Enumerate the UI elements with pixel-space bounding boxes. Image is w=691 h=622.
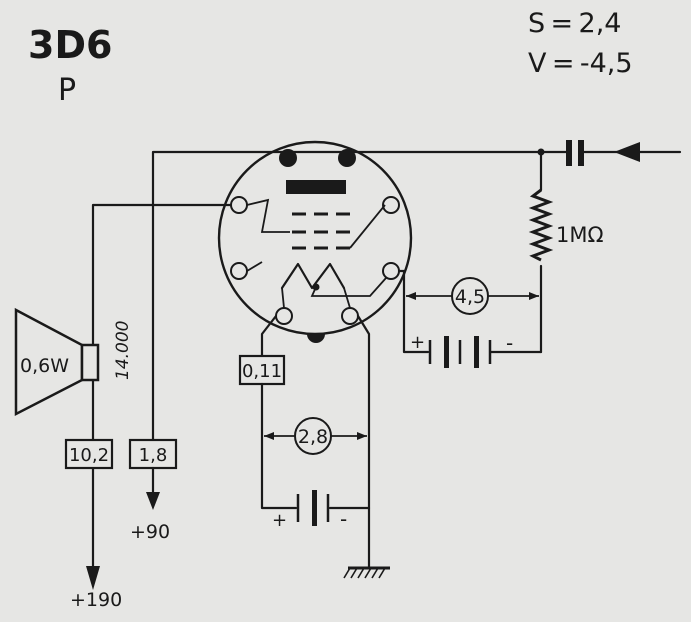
filament-voltage-label: 2,8 <box>298 426 328 448</box>
slope-label: S = 2,4 <box>528 8 622 39</box>
screen-supply-label: +90 <box>130 521 170 543</box>
anode-supply-label: +190 <box>70 589 122 611</box>
tube-anode-plate <box>286 180 346 194</box>
screen-grid-wire <box>151 150 543 454</box>
tube-envelope <box>217 140 413 336</box>
input-arrow-icon <box>614 142 640 162</box>
tube-type-label: 3D6 <box>28 23 112 67</box>
tube-filament <box>280 262 346 290</box>
grid-resistor <box>528 188 554 262</box>
anode-supply-arrow-icon <box>86 566 100 590</box>
filament-lead-2 <box>343 287 351 309</box>
filament-dim-arrow-right <box>357 432 367 440</box>
bias-minus-sign: - <box>506 331 513 355</box>
resistor-label: 1MΩ <box>556 223 604 247</box>
anode-current-box <box>64 438 114 470</box>
bias-battery-icon <box>428 336 492 368</box>
filament-current-label: 0,11 <box>242 361 282 382</box>
anode-current-label: 10,2 <box>69 445 109 466</box>
tube-key <box>307 334 325 343</box>
filament-ground-wire <box>356 314 371 570</box>
bias-dim-arrow-right <box>529 292 539 300</box>
screen-current-label: 1,8 <box>139 445 168 466</box>
screen-current-box <box>128 438 178 470</box>
tube-pin-grid <box>382 262 400 280</box>
capacitor-plate-2 <box>578 140 584 166</box>
bias-voltage-badge <box>451 277 489 315</box>
tube-pin-left-lower <box>230 262 248 280</box>
filament-lead-1 <box>281 287 285 309</box>
grid-voltage-label: V = -4,5 <box>528 48 633 79</box>
filament-battery-icon <box>296 490 330 526</box>
filament-minus-sign: - <box>340 507 347 531</box>
anode-internal-lead <box>246 198 290 233</box>
ground-icon <box>343 566 390 579</box>
tube-grids <box>292 212 350 250</box>
speaker-coil <box>80 343 100 382</box>
speaker-power-label: 0,6W <box>20 355 69 377</box>
filament-wire-left <box>260 314 278 358</box>
filament-current-box <box>238 354 286 386</box>
filament-voltage-badge <box>294 417 332 455</box>
tube-pin-filament-2 <box>341 307 359 325</box>
bias-plus-sign: + <box>410 332 425 353</box>
filament-supply-wire <box>260 382 298 510</box>
tube-variant-label: P <box>58 73 76 108</box>
transformer-ratio-label: 14.000 <box>113 321 133 380</box>
filament-tap-lead <box>310 277 387 297</box>
tube-pin-filament-1 <box>275 307 293 325</box>
anode-wire <box>91 203 233 347</box>
filament-dim-arrow-left <box>264 432 274 440</box>
tube-pin-anode <box>230 196 248 214</box>
screen-supply-arrow-icon <box>146 492 160 510</box>
tube-pin-top-left <box>279 149 297 167</box>
tube-pin-right-upper <box>382 196 400 214</box>
capacitor-plate-1 <box>566 140 572 166</box>
bias-voltage-label: 4,5 <box>455 286 485 308</box>
bias-dim-arrow-left <box>406 292 416 300</box>
tube-pin-top-right <box>338 149 356 167</box>
pin-lower-left-lead <box>246 261 263 272</box>
grid-internal-lead <box>349 204 386 249</box>
grid-wire <box>397 269 430 354</box>
filament-plus-sign: + <box>272 510 287 531</box>
